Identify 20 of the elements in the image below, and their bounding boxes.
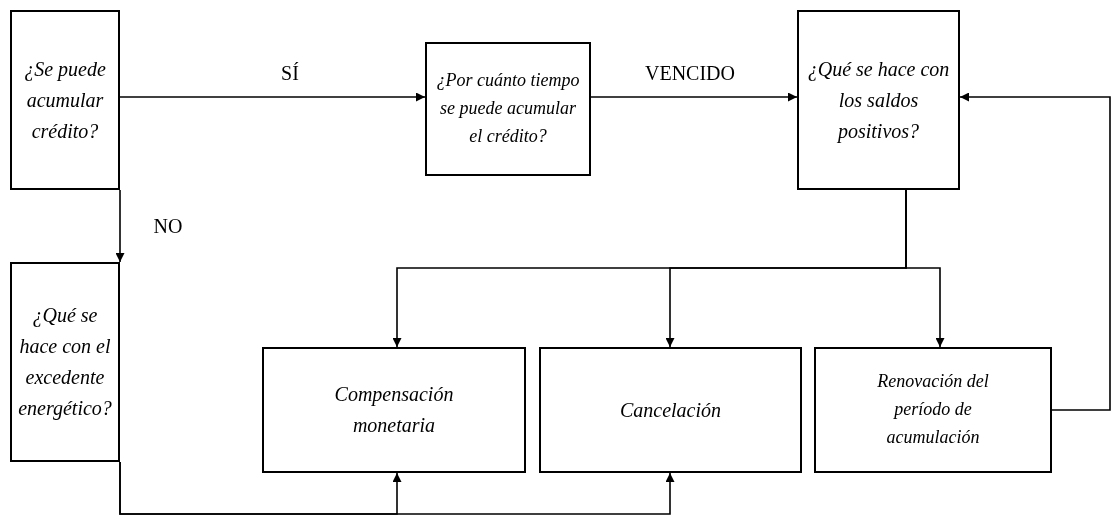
arrow xyxy=(590,92,798,102)
arrow xyxy=(119,92,426,102)
arrow xyxy=(119,461,675,515)
arrow xyxy=(115,189,125,263)
box-text: Compensación monetaria xyxy=(333,382,455,438)
box-text: ¿Qué se hace con los saldos positivos? xyxy=(807,56,950,145)
box-text: Renovación del período de acumulación xyxy=(876,370,990,449)
arrow xyxy=(959,92,1111,411)
process-box xyxy=(797,10,960,190)
arrow xyxy=(905,189,945,348)
process-box xyxy=(425,42,591,176)
box-text: ¿Por cuánto tiempo se puede acumular el crédito? xyxy=(435,69,581,148)
box-text: ¿Se puede acumular crédito? xyxy=(23,56,107,144)
box-text: Cancelación xyxy=(619,397,722,423)
process-box xyxy=(539,347,802,473)
process-box xyxy=(10,262,120,462)
process-box xyxy=(262,347,526,473)
process-box xyxy=(10,10,120,190)
box-text: ¿Qué se hace con el excedente energético? xyxy=(18,303,112,422)
process-box xyxy=(814,347,1052,473)
